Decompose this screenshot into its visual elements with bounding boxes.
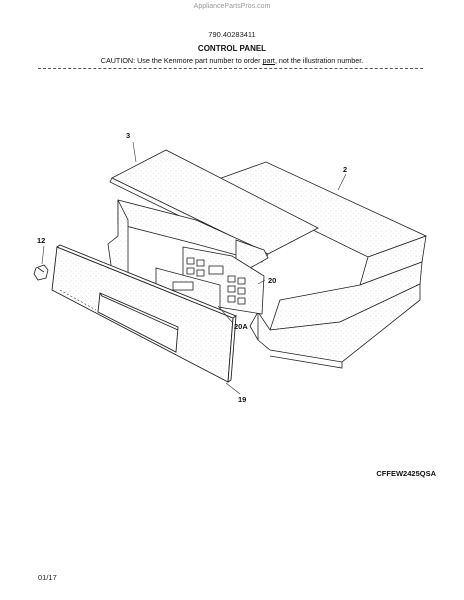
caution-note: CAUTION: Use the Kenmore part number to … bbox=[0, 56, 464, 65]
callout-12: 12 bbox=[37, 236, 45, 245]
caution-text-suffix: , not the illustration number. bbox=[274, 56, 364, 65]
callout-19: 19 bbox=[238, 395, 246, 404]
callout-20a: 20A bbox=[234, 322, 248, 331]
part-12-knob[interactable] bbox=[33, 264, 49, 281]
page-title: CONTROL PANEL bbox=[197, 44, 267, 53]
document-number: 790.40283411 bbox=[208, 30, 256, 39]
part-2-housing[interactable] bbox=[211, 161, 428, 369]
caution-part-link[interactable]: part bbox=[262, 56, 275, 65]
callout-3: 3 bbox=[126, 131, 130, 140]
callout-2: 2 bbox=[343, 165, 347, 174]
caution-text-prefix: CAUTION: Use the Kenmore part number to … bbox=[100, 56, 263, 65]
part-19-console-panel[interactable] bbox=[51, 244, 237, 383]
watermark: AppliancePartsPros.com bbox=[193, 3, 271, 10]
footer-date: 01/17 bbox=[38, 573, 57, 582]
callout-20: 20 bbox=[268, 276, 276, 285]
model-number: CFFEW2425QSA bbox=[376, 469, 436, 478]
header-divider bbox=[38, 68, 423, 69]
leader-lines bbox=[41, 141, 347, 395]
